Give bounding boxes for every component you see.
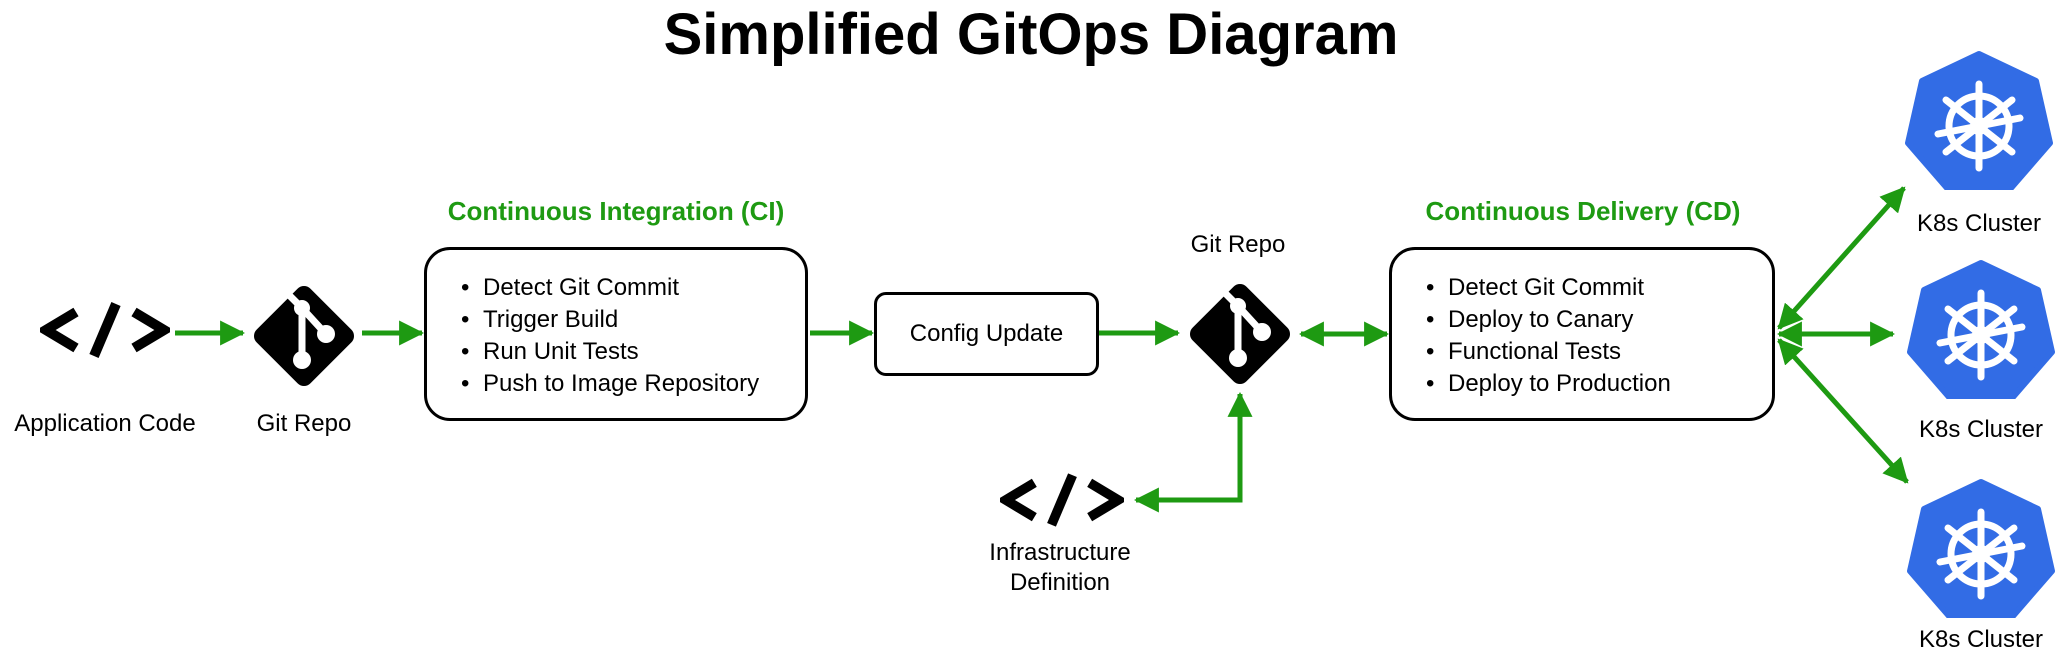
config-update-box: Config Update — [874, 292, 1099, 376]
k8s-cluster-2-label: K8s Cluster — [1918, 416, 2044, 443]
git-icon — [1189, 283, 1291, 385]
kubernetes-icon — [1907, 479, 2055, 618]
ci-box: Detect Git Commit Trigger Build Run Unit… — [424, 247, 808, 421]
arrow-infra-git-bidirectional — [1133, 391, 1253, 513]
infra-label-line2: Definition — [1009, 569, 1111, 596]
cd-step: Deploy to Canary — [1418, 304, 1772, 336]
app-code-label: Application Code — [14, 410, 196, 437]
code-icon — [40, 302, 170, 358]
ci-step: Detect Git Commit — [453, 272, 805, 304]
ci-steps: Detect Git Commit Trigger Build Run Unit… — [453, 272, 805, 400]
ci-title: Continuous Integration (CI) — [447, 196, 785, 226]
diagram-title: Simplified GitOps Diagram — [663, 2, 1399, 67]
arrow-cd-to-cluster-1 — [1777, 186, 1906, 330]
cd-steps: Detect Git Commit Deploy to Canary Funct… — [1418, 272, 1772, 400]
code-icon — [1000, 473, 1124, 527]
kubernetes-icon — [1905, 51, 2053, 190]
infra-label-line1: Infrastructure — [989, 539, 1131, 566]
cd-step: Deploy to Production — [1418, 368, 1772, 400]
config-update-label: Config Update — [909, 320, 1064, 347]
cd-title: Continuous Delivery (CD) — [1425, 196, 1741, 226]
git-repo-2-label: Git Repo — [1190, 231, 1286, 258]
k8s-cluster-3-label: K8s Cluster — [1918, 626, 2044, 653]
cd-step: Functional Tests — [1418, 336, 1772, 368]
k8s-cluster-1-label: K8s Cluster — [1916, 210, 2042, 237]
ci-step: Push to Image Repository — [453, 368, 805, 400]
arrow-cd-to-cluster-3 — [1777, 338, 1909, 484]
git-icon — [253, 285, 355, 387]
cd-box: Detect Git Commit Deploy to Canary Funct… — [1389, 247, 1775, 421]
ci-step: Trigger Build — [453, 304, 805, 336]
ci-step: Run Unit Tests — [453, 336, 805, 368]
git-repo-1-label: Git Repo — [256, 410, 352, 437]
cd-step: Detect Git Commit — [1418, 272, 1772, 304]
infra-label: Infrastructure Definition — [960, 538, 1160, 598]
kubernetes-icon — [1907, 260, 2055, 399]
